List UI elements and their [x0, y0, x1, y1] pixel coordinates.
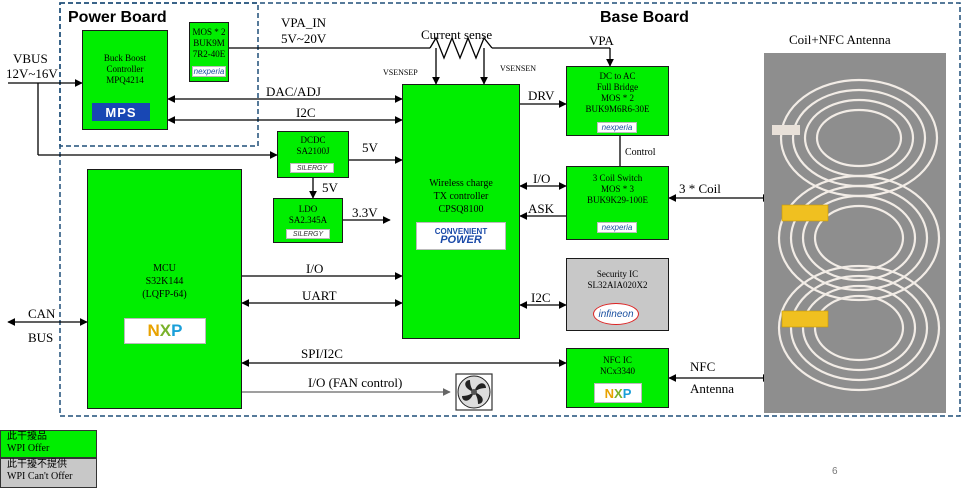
io-top-label: I/O	[533, 171, 551, 186]
drv-label: DRV	[528, 88, 555, 103]
mps-logo: MPS	[92, 103, 150, 121]
vsensen-label: VSENSEN	[500, 64, 537, 73]
can-label: CAN	[28, 306, 56, 321]
5v-ldo-label: 5V	[322, 180, 338, 195]
coil-illustration	[764, 53, 946, 413]
vsensep-label: VSENSEP	[383, 68, 418, 77]
io-fan-control-label: I/O (FAN control)	[308, 375, 403, 390]
i2c-top-label: I2C	[296, 105, 316, 120]
ask-label: ASK	[528, 201, 555, 216]
uart-label: UART	[302, 288, 337, 303]
i2c-security-label: I2C	[531, 290, 551, 305]
3v3-label: 3.3V	[352, 205, 378, 220]
mcu-block: MCU S32K144 (LQFP-64)	[87, 169, 242, 409]
antenna-label: Antenna	[690, 381, 735, 396]
5v-dcdc-label: 5V	[362, 140, 378, 155]
vpa-label: VPA	[589, 33, 614, 48]
three-coil-label: 3 * Coil	[679, 181, 721, 196]
base-board-title: Base Board	[600, 9, 689, 26]
infineon-logo: infineon	[593, 303, 639, 325]
vpa-in-label: VPA_IN	[281, 15, 327, 30]
fan-icon	[455, 373, 493, 411]
legend-wpi-cant-offer: 此干擾不提供 WPI Can't Offer	[0, 458, 97, 488]
page-number: 6	[832, 466, 838, 477]
nexperia-logo-fullbridge: nexperia	[597, 122, 637, 133]
coil-switch-block: 3 Coil Switch MOS * 3 BUK9K29-100E	[566, 166, 669, 240]
convenient-power-logo: CONVENIENT POWER	[416, 222, 506, 250]
control-label: Control	[625, 147, 656, 158]
current-sense-label: Current sense	[421, 27, 493, 42]
silergy-logo-ldo: SILERGY	[286, 229, 330, 239]
spi-i2c-label: SPI/I2C	[301, 346, 343, 361]
io-mid-label: I/O	[306, 261, 324, 276]
wireless-charge-tx-controller-block: Wireless charge TX controller CPSQ8100	[402, 84, 520, 339]
nexperia-logo-coilswitch: nexperia	[597, 222, 637, 233]
coil-antenna-photo	[764, 53, 946, 413]
base-board-group	[59, 2, 961, 417]
dac-adj-label: DAC/ADJ	[266, 84, 321, 99]
vbus-range-label: 12V~16V	[6, 66, 58, 81]
coil-antenna-title: Coil+NFC Antenna	[789, 32, 891, 47]
power-board-title: Power Board	[68, 9, 167, 26]
bus-label: BUS	[28, 330, 54, 345]
vbus-label: VBUS	[13, 51, 48, 66]
silergy-logo-dcdc: SILERGY	[290, 163, 334, 173]
legend-wpi-offer: 此干擾品 WPI Offer	[0, 430, 97, 458]
vpa-range-label: 5V~20V	[281, 31, 327, 46]
nfc-label: NFC	[690, 359, 716, 374]
nexperia-logo-mos: nexperia	[192, 66, 226, 77]
security-ic-block: Security IC SL32AIA020X2	[566, 258, 669, 331]
